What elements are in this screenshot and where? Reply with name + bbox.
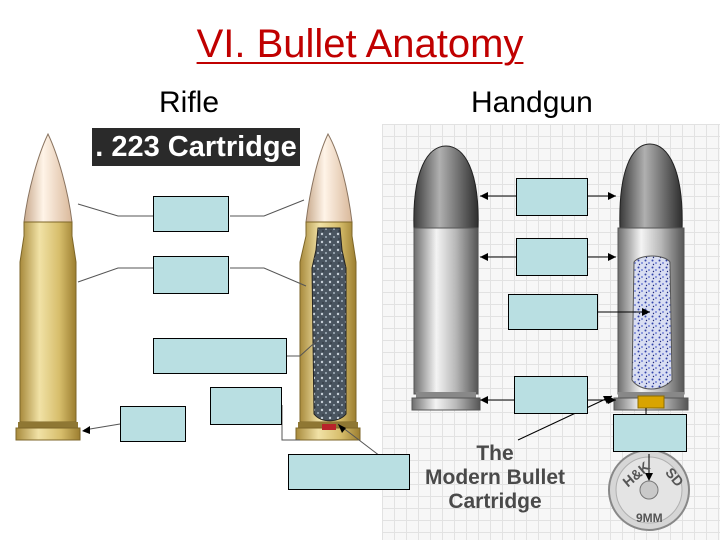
rifle-blank-primer-bottom[interactable] <box>288 454 410 490</box>
caption-line-1: The <box>476 442 514 465</box>
handgun-blank-bullet[interactable] <box>516 178 588 216</box>
handgun-arrowheads <box>480 192 650 404</box>
rifle-blank-case[interactable] <box>153 256 229 294</box>
rifle-blank-rim[interactable] <box>120 406 186 442</box>
rifle-blank-powder[interactable] <box>153 338 287 374</box>
rifle-cartridge-banner: . 223 Cartridge <box>92 128 300 166</box>
headstamp-disc: H&K SD 9MM <box>608 449 690 531</box>
rifle-cartridge-cutaway <box>295 132 361 441</box>
rifle-cartridge-whole <box>15 132 81 441</box>
handgun-blank-case[interactable] <box>516 238 588 276</box>
rifle-blank-primer[interactable] <box>210 387 282 425</box>
handgun-cartridge-cutaway <box>613 143 689 411</box>
rifle-blank-bullet[interactable] <box>153 196 229 232</box>
page-title: VI. Bullet Anatomy <box>196 22 524 66</box>
rifle-column-label: Rifle <box>159 86 220 119</box>
handgun-blank-primer[interactable] <box>613 414 687 452</box>
handgun-column-label: Handgun <box>471 86 593 119</box>
handgun-caption: The Modern Bullet Cartridge <box>412 442 578 514</box>
caption-line-2: Modern Bullet <box>425 466 565 489</box>
headstamp-caliber: 9MM <box>636 511 663 525</box>
handgun-blank-powder[interactable] <box>508 294 598 330</box>
handgun-cartridge-whole <box>411 145 481 411</box>
arrowhead <box>82 426 90 434</box>
arrowhead <box>338 424 346 433</box>
caption-line-3: Cartridge <box>448 490 542 513</box>
handgun-blank-rim[interactable] <box>514 376 588 414</box>
